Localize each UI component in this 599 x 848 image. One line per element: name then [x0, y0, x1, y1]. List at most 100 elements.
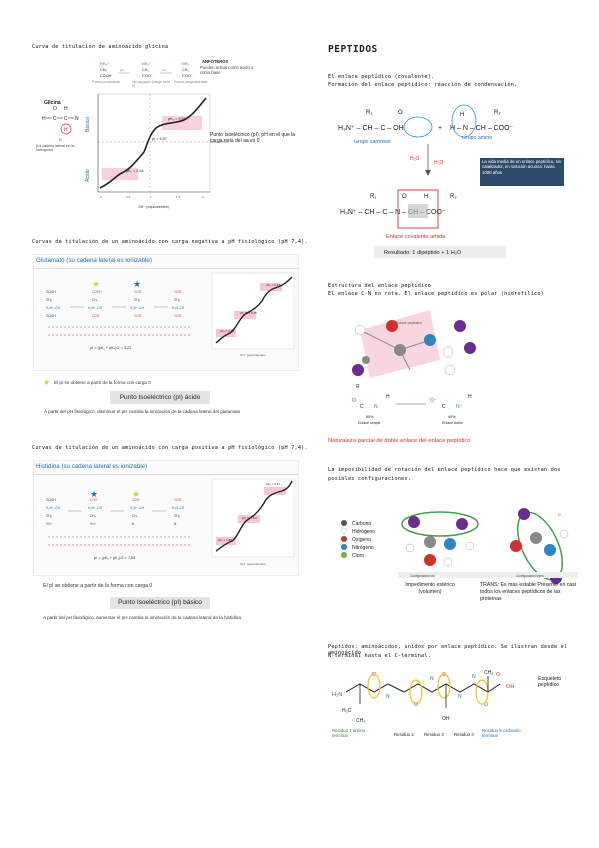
svg-text:Residuo 4: Residuo 4: [454, 732, 474, 737]
svg-text:H₃N⁺ – CH – C – OH: H₃N⁺ – CH – C – OH: [338, 125, 404, 132]
glutamate-panel: Glutamato (su cadena lateral es ionizabl…: [33, 254, 299, 371]
svg-text:COO⁻: COO⁻: [92, 314, 101, 318]
svg-text:CH₂: CH₂: [92, 298, 99, 302]
svg-text:C: C: [442, 404, 446, 410]
svg-text:★: ★: [90, 489, 98, 499]
svg-text:N: N: [472, 674, 476, 680]
svg-text:COO⁻: COO⁻: [134, 290, 143, 294]
cis-trans-figure: Carbono Hidrógeno Oxígeno Nitrógeno Clor…: [330, 490, 582, 620]
svg-text:NH₂: NH₂: [182, 62, 189, 66]
imposibilidad-line2: posibles configuraciones.: [328, 476, 412, 482]
svg-text:Configuración cis: Configuración cis: [410, 574, 435, 578]
svg-text:R: R: [59, 137, 62, 142]
legend-swatch-1: [340, 527, 348, 535]
svg-text:H: H: [386, 394, 390, 400]
svg-text:H: H: [424, 194, 428, 200]
enlace-amida: Enlace covalente amida: [386, 234, 446, 240]
svg-text:H: H: [460, 112, 464, 118]
svg-text:pK₁: pK₁: [120, 68, 125, 72]
svg-text:1: 1: [150, 195, 152, 199]
svg-text:C: C: [53, 116, 57, 122]
trans-note: TRANS: Es más estable Presente en casi t…: [480, 582, 577, 602]
svg-text:HN⁺: HN⁺: [90, 522, 97, 526]
svg-text:H₃N⁺–CH: H₃N⁺–CH: [88, 506, 103, 510]
legend-nitrogeno: Nitrógeno: [352, 545, 374, 551]
glicina-label: Glicina: [44, 100, 61, 106]
glutamate-star-note: El pI se obtiene a partir de la forma co…: [54, 380, 151, 385]
svg-text:Residuo 3: Residuo 3: [424, 732, 444, 737]
svg-text:H: H: [468, 394, 472, 400]
svg-text:C: C: [64, 116, 68, 122]
svg-text:COOH: COOH: [92, 290, 102, 294]
svg-text:pK₂ = 9.60: pK₂ = 9.60: [168, 117, 186, 121]
svg-text:OH: OH: [506, 684, 514, 690]
svg-text:pK₂ = 9,67: pK₂ = 9,67: [266, 283, 280, 287]
svg-text:pK₁ = 1,82: pK₁ = 1,82: [218, 538, 232, 542]
svg-text:CH₂: CH₂: [142, 68, 149, 72]
svg-text:CH₂: CH₂: [174, 514, 181, 518]
svg-text:CH₂: CH₂: [46, 298, 53, 302]
svg-text:H₃C: H₃C: [342, 708, 352, 714]
svg-text:R₂: R₂: [494, 110, 501, 116]
histidine-panel: Histidina (su cadena lateral es ionizabl…: [33, 460, 299, 576]
legend-swatch-0: [340, 519, 348, 527]
legend-swatch-2: [340, 535, 348, 543]
glutamate-header: Glutamato (su cadena lateral es ionizabl…: [36, 257, 152, 264]
svg-text:COO⁻: COO⁻: [132, 498, 141, 502]
svg-text:Ácido: Ácido: [84, 169, 91, 182]
svg-text:pK₂: pK₂: [162, 68, 168, 72]
svg-text:0.5: 0.5: [126, 195, 131, 199]
svg-text:CH₂: CH₂: [134, 298, 141, 302]
svg-text:NH₃⁺: NH₃⁺: [142, 62, 151, 66]
svg-text:CH₃: CH₃: [484, 670, 493, 676]
anfoteros-title: ANFÓTEROS: [202, 59, 228, 64]
glycine-figure: Glicina H C C N H O H R (La cadena later…: [36, 59, 296, 209]
svg-text:O⁻: O⁻: [430, 398, 437, 404]
svg-text:Enlace peptídico: Enlace peptídico: [396, 321, 422, 325]
histidine-footer: A partir del pH fisiológico, aumentar el…: [43, 615, 241, 620]
svg-text:0: 0: [100, 195, 102, 199]
enlace-line2: Formación del enlace peptídico: reacción…: [328, 82, 518, 88]
svg-text:Enlace simple: Enlace simple: [358, 421, 380, 425]
svg-text:H₂N–CH: H₂N–CH: [172, 306, 185, 310]
svg-text:pK₁ = 2,19: pK₁ = 2,19: [220, 329, 234, 333]
svg-text:★: ★: [133, 279, 141, 289]
svg-text:COO⁻: COO⁻: [174, 290, 183, 294]
pi-note: Punto Isoeléctrico (pI): pH en el que la…: [210, 132, 296, 145]
legend-hidrogeno: Hidrógeno: [352, 529, 375, 535]
svg-text:NH₃⁺: NH₃⁺: [100, 62, 109, 66]
svg-text:H₂N–CH: H₂N–CH: [172, 506, 185, 510]
anfoteros-text: Pueden actuar como ácido o como base: [200, 65, 254, 76]
svg-text:H₃N⁺–CH: H₃N⁺–CH: [130, 306, 145, 310]
legend-swatch-3: [340, 543, 348, 551]
section1-title: Curva de titulación de aminoácido glicin…: [32, 44, 169, 50]
condensation-figure: H₃N⁺ – CH – C – OH R₁ O + H – N – CH – C…: [330, 94, 570, 266]
svg-text:COOH: COOH: [46, 290, 56, 294]
svg-text:COOH: COOH: [100, 74, 112, 78]
star-icon: ★: [43, 378, 51, 387]
svg-text:O: O: [398, 110, 403, 116]
glicina-caption: (La cadena lateral es un hidrógeno): [36, 144, 75, 153]
svg-text:N: N: [374, 404, 378, 410]
peptidos-line1: Péptidos: aminoácidos, unidos por enlace…: [328, 644, 568, 656]
legend-carbono: Carbono: [352, 521, 371, 527]
svg-text:40%: 40%: [448, 415, 456, 419]
svg-text:H: H: [64, 106, 68, 112]
svg-text:H₃N⁺–CH: H₃N⁺–CH: [130, 506, 145, 510]
svg-text:N: N: [458, 694, 462, 700]
svg-text:CH₂: CH₂: [132, 514, 139, 518]
svg-text:O: O: [352, 398, 356, 404]
svg-text:H₃N⁺–CH: H₃N⁺–CH: [46, 506, 61, 510]
estructura-line1: Estructura del enlace peptídico: [328, 283, 432, 289]
svg-text:O: O: [402, 194, 407, 200]
svg-text:N: N: [132, 522, 135, 526]
pi-basico-pill: Punto Isoeléctrico (pI) básico: [110, 597, 210, 609]
svg-text:OH⁻ (equivalentes): OH⁻ (equivalentes): [138, 205, 169, 209]
svg-text:H: H: [42, 116, 46, 122]
enlace-line1: El enlace peptídico (covalente).: [328, 74, 435, 80]
estructura-figure: Enlace peptídico O C N H R O⁻ C N⁺ H 60%…: [330, 300, 570, 460]
svg-text:O: O: [484, 702, 488, 708]
svg-text:HN⁺: HN⁺: [46, 522, 53, 526]
svg-text:N: N: [430, 676, 434, 682]
